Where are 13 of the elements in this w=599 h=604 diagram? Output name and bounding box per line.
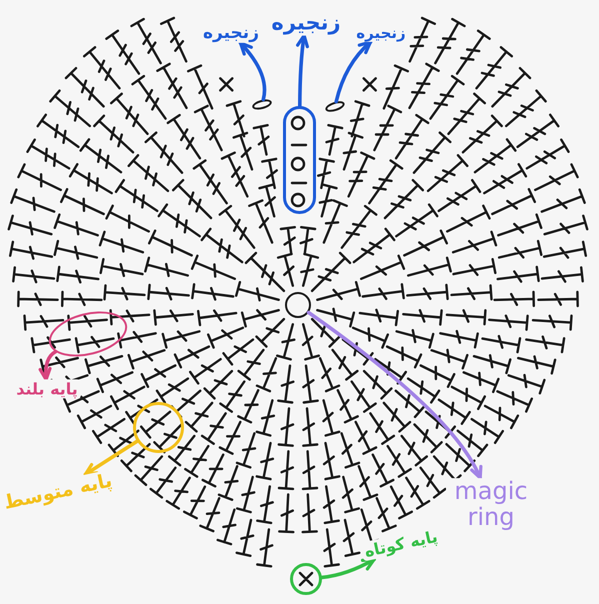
- arrow: [238, 41, 266, 102]
- chain-stitch-symbol: [251, 98, 273, 112]
- highlight-circle: [133, 402, 184, 453]
- chain-stitch-symbol: [324, 99, 346, 114]
- arrow: [84, 440, 139, 476]
- arrow: [334, 40, 372, 104]
- arrow: [306, 310, 482, 480]
- ring-symbol: [285, 292, 311, 318]
- arrow: [38, 350, 58, 382]
- highlight-circle: [290, 563, 322, 595]
- arrow: [320, 558, 376, 580]
- highlight-capsule: [283, 106, 316, 214]
- arrow: [296, 34, 310, 108]
